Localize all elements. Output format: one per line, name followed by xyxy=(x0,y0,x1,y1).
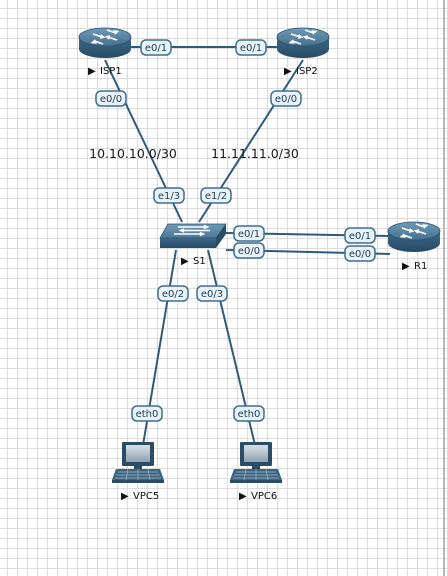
play-marker-icon: ▶ xyxy=(181,256,189,267)
node-label-vpc6: ▶ VPC6 xyxy=(239,491,277,502)
router-icon xyxy=(276,27,330,59)
interface-label-isp2-e00[interactable]: e0/0 xyxy=(270,90,302,107)
svg-text:eth0: eth0 xyxy=(238,409,261,420)
svg-text:e0/3: e0/3 xyxy=(201,289,223,300)
interface-label-s1-e03[interactable]: e0/3 xyxy=(196,285,228,302)
pc-vpc6[interactable] xyxy=(229,441,283,484)
router-isp2[interactable] xyxy=(276,27,330,59)
node-label-vpc5: ▶ VPC5 xyxy=(121,491,159,502)
interface-label-isp2-e01[interactable]: e0/1 xyxy=(235,39,267,56)
router-icon xyxy=(387,221,441,253)
play-marker-icon: ▶ xyxy=(88,66,96,77)
pc-vpc5[interactable] xyxy=(111,441,165,484)
switch-s1[interactable] xyxy=(159,223,227,249)
svg-text:e0/1: e0/1 xyxy=(145,43,167,54)
node-label-s1: ▶ S1 xyxy=(181,256,206,267)
interface-label-s1-e12[interactable]: e1/2 xyxy=(200,187,232,204)
interface-label-isp1-e01[interactable]: e0/1 xyxy=(140,39,172,56)
interface-label-s1-e02[interactable]: e0/2 xyxy=(157,285,189,302)
router-r1[interactable] xyxy=(387,221,441,253)
interface-label-s1-e01[interactable]: e0/1 xyxy=(233,225,265,242)
node-name: ISP2 xyxy=(296,66,318,77)
interface-label-isp1-e00[interactable]: e0/0 xyxy=(95,90,127,107)
router-icon xyxy=(78,27,132,59)
node-name: S1 xyxy=(193,256,206,267)
interface-label-vpc6-eth0[interactable]: eth0 xyxy=(233,405,265,422)
svg-text:e1/3: e1/3 xyxy=(158,191,180,202)
node-name: ISP1 xyxy=(100,66,122,77)
switch-icon xyxy=(159,223,227,249)
interface-label-s1-e00[interactable]: e0/0 xyxy=(233,242,265,259)
svg-text:eth0: eth0 xyxy=(136,409,159,420)
canvas-right-border xyxy=(443,0,445,576)
svg-text:e0/1: e0/1 xyxy=(240,43,262,54)
interface-label-vpc5-eth0[interactable]: eth0 xyxy=(131,405,163,422)
svg-text:e0/1: e0/1 xyxy=(349,231,371,242)
pc-icon xyxy=(229,441,283,484)
node-name: VPC5 xyxy=(133,491,159,502)
svg-text:e1/2: e1/2 xyxy=(205,191,227,202)
node-name: VPC6 xyxy=(251,491,277,502)
play-marker-icon: ▶ xyxy=(402,261,410,272)
svg-text:e0/0: e0/0 xyxy=(349,249,371,260)
network-label-isp1: 10.10.10.0/30 xyxy=(89,146,177,161)
svg-text:e0/2: e0/2 xyxy=(162,289,184,300)
play-marker-icon: ▶ xyxy=(121,491,129,502)
node-name: R1 xyxy=(414,261,427,272)
svg-text:e0/0: e0/0 xyxy=(238,246,260,257)
play-marker-icon: ▶ xyxy=(284,66,292,77)
node-label-isp1: ▶ ISP1 xyxy=(88,66,122,77)
svg-text:e0/0: e0/0 xyxy=(100,94,122,105)
interface-label-r1-e01[interactable]: e0/1 xyxy=(344,227,376,244)
svg-text:e0/0: e0/0 xyxy=(275,94,297,105)
interface-label-r1-e00[interactable]: e0/0 xyxy=(344,245,376,262)
pc-icon xyxy=(111,441,165,484)
interface-label-s1-e13[interactable]: e1/3 xyxy=(153,187,185,204)
play-marker-icon: ▶ xyxy=(239,491,247,502)
network-label-isp2: 11.11.11.0/30 xyxy=(211,146,299,161)
node-label-isp2: ▶ ISP2 xyxy=(284,66,318,77)
router-isp1[interactable] xyxy=(78,27,132,59)
svg-text:e0/1: e0/1 xyxy=(238,229,260,240)
node-label-r1: ▶ R1 xyxy=(402,261,427,272)
